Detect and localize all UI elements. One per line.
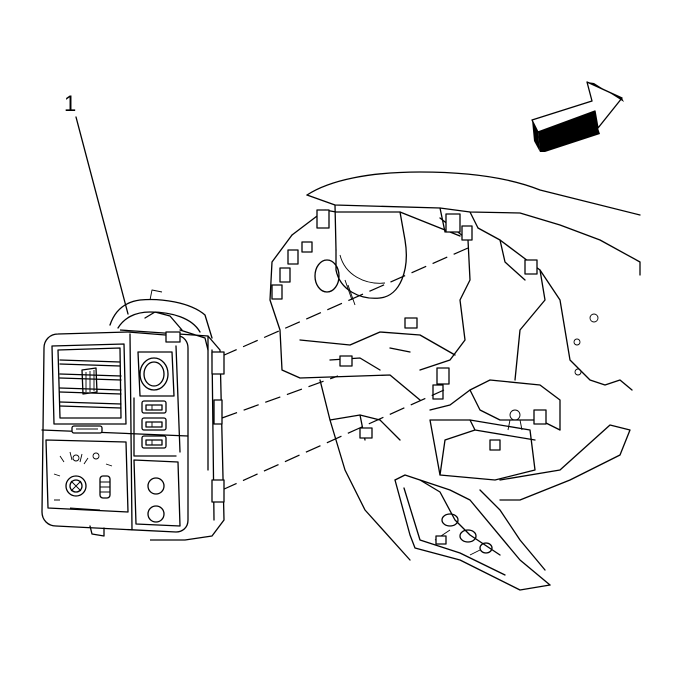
accessory-trim-plate-assembly: [41, 289, 225, 541]
alignment-guide-lines: [221, 247, 469, 491]
callout-label: 1: [64, 91, 76, 116]
callout-1: 1: [64, 91, 129, 315]
instrument-panel-carrier: [269, 171, 641, 591]
direction-arrow-icon: [531, 81, 624, 152]
